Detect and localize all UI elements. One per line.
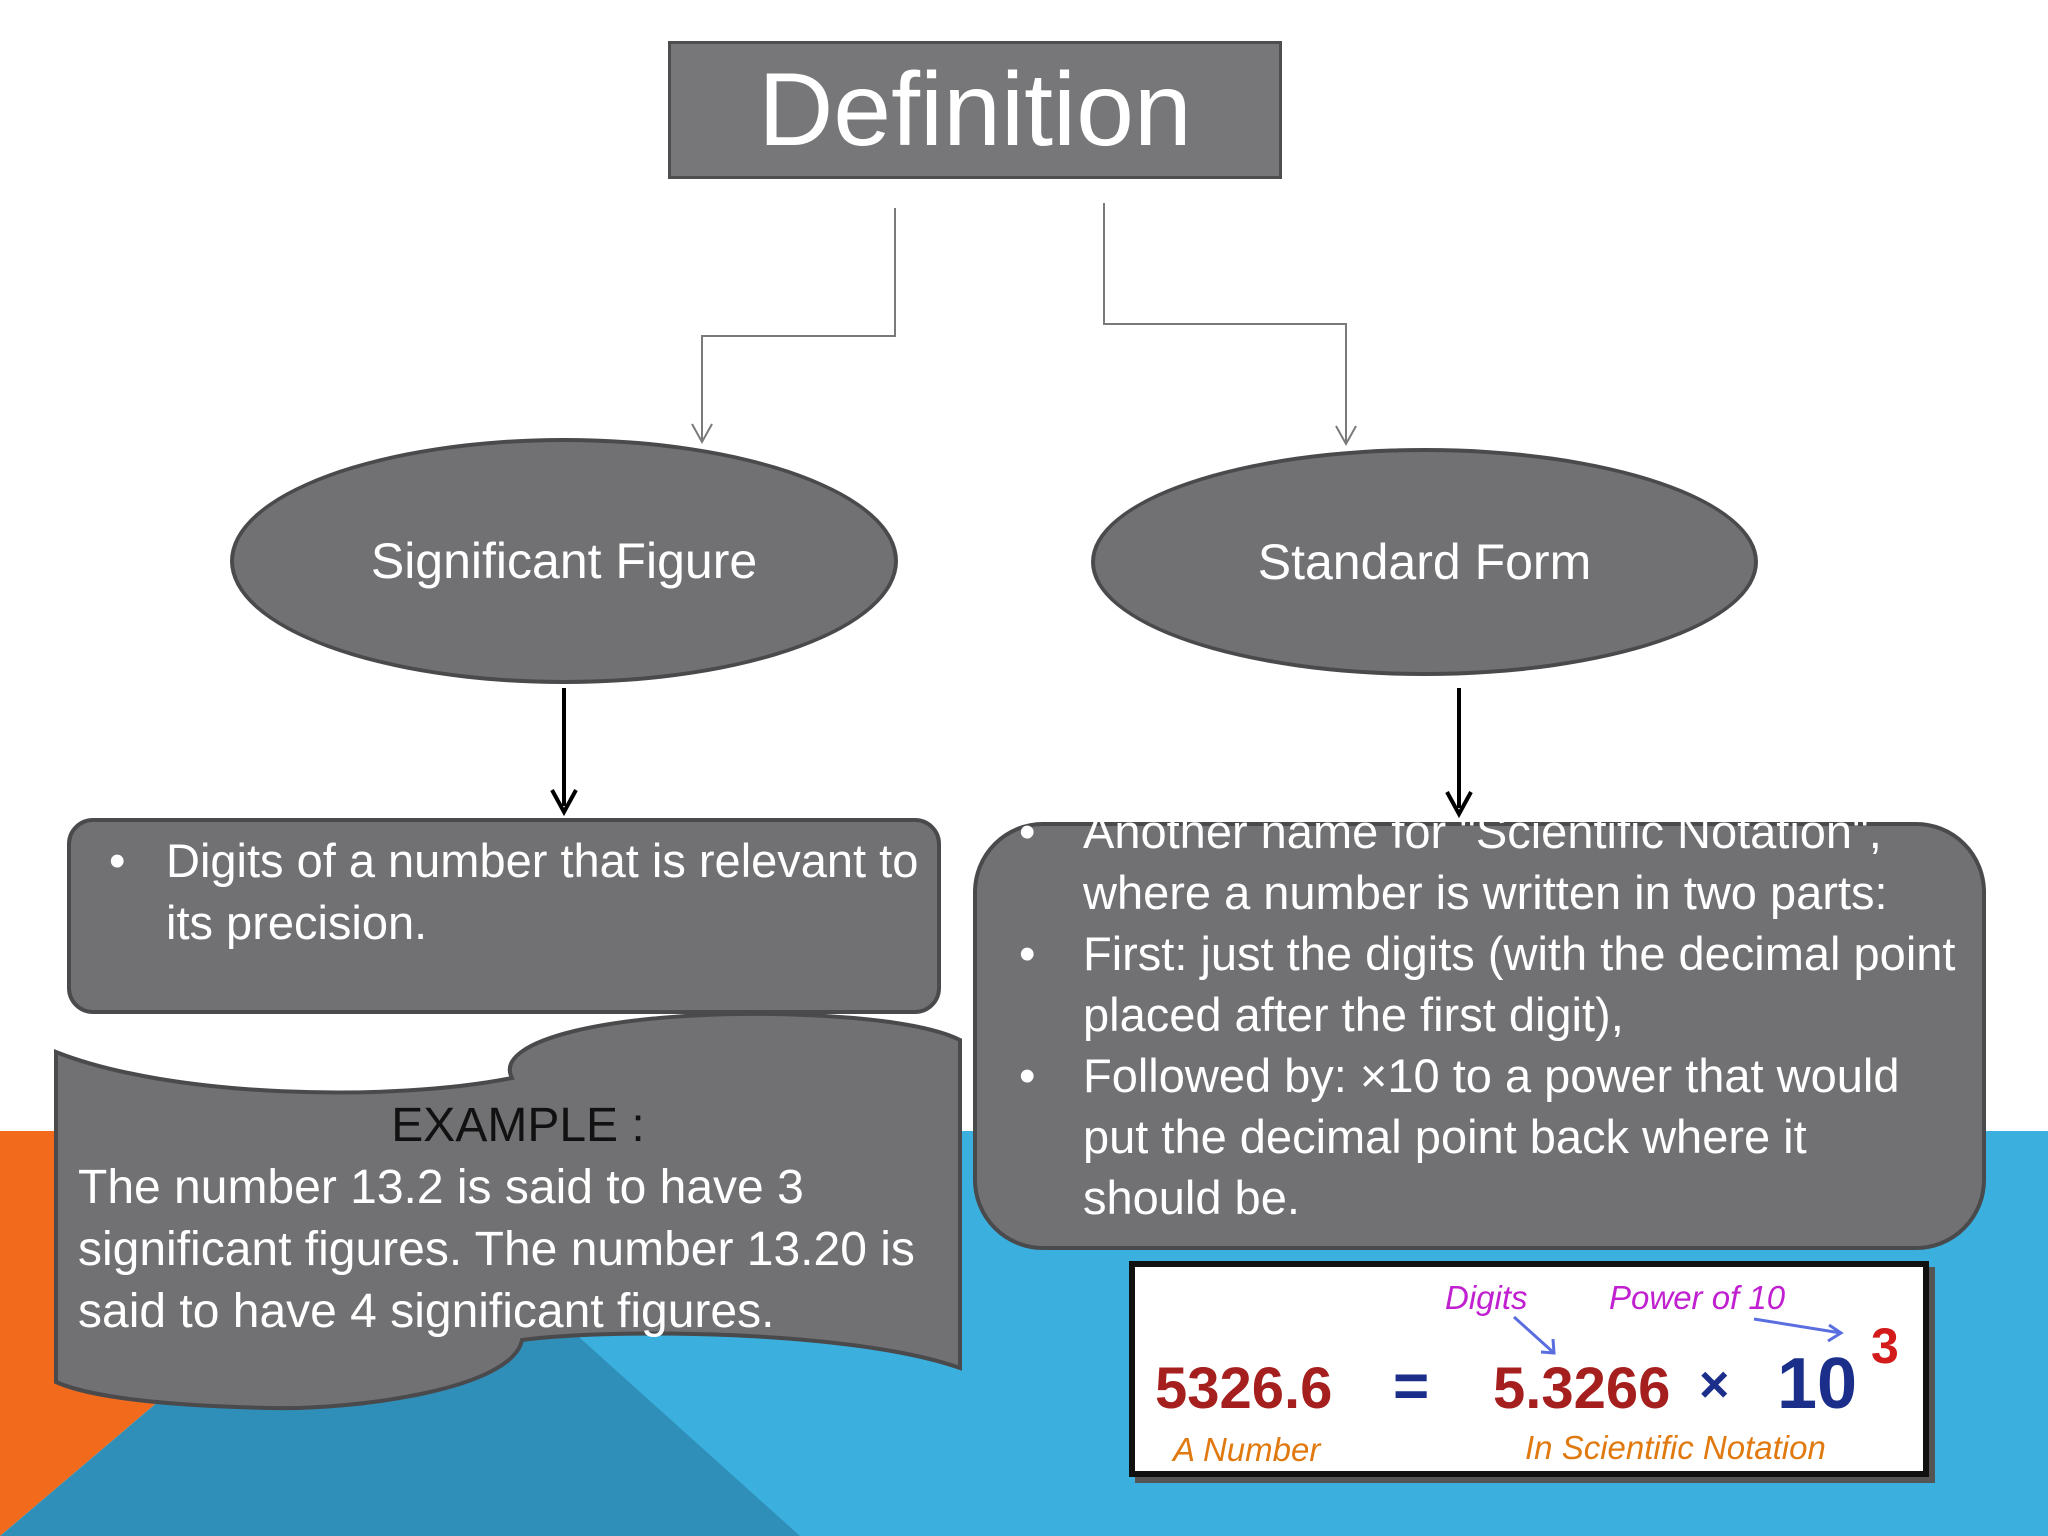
label-digits: Digits [1445,1279,1528,1316]
label-power-of-10: Power of 10 [1609,1279,1786,1316]
pointer-arrows [1512,1315,1844,1355]
standard-form-bullet-1: Another name for "Scientific Notation", … [973,814,1986,923]
example-text: The number 13.2 is said to have 3 signif… [78,1161,915,1338]
arrowhead-sig-down [550,789,578,817]
example-heading: EXAMPLE : [391,1099,645,1152]
standard-form-definition-list: Another name for "Scientific Notation", … [973,814,1986,1228]
scientific-notation-figure: Digits Power of 10 5326.6 = 5.3266 × 10 … [1129,1261,1929,1477]
connector-left [701,208,896,440]
significant-figure-definition-box: Digits of a number that is relevant to i… [67,818,941,1014]
equals-sign: = [1393,1352,1430,1421]
exponent-value: 3 [1871,1318,1899,1374]
digits-value: 5.3266 [1493,1356,1671,1421]
dark-blue-accent-shape [0,1320,800,1536]
original-number: 5326.6 [1155,1356,1333,1421]
arrowhead-right [1335,425,1357,447]
example-content: EXAMPLE : The number 13.2 is said to hav… [78,1095,958,1343]
label-in-scientific-notation: In Scientific Notation [1525,1429,1826,1466]
base-ten: 10 [1777,1344,1858,1424]
standard-form-bullet-3: Followed by: ×10 to a power that would p… [973,1045,1986,1228]
significant-figure-definition-list: Digits of a number that is relevant to i… [71,830,937,954]
page-title: Definition [758,52,1192,168]
definition-bullet: Digits of a number that is relevant to i… [71,830,937,954]
title-box: Definition [668,41,1282,179]
standard-form-bullet-2: First: just the digits (with the decimal… [973,923,1986,1045]
label-a-number: A Number [1173,1431,1321,1468]
standard-form-label: Standard Form [1257,534,1592,590]
standard-form-node: Standard Form [1091,448,1758,676]
significant-figure-node: Significant Figure [230,438,898,684]
arrowhead-left [691,423,713,445]
connector-right [1103,203,1347,442]
example-box [54,1011,962,1411]
significant-figure-label: Significant Figure [370,533,758,589]
times-sign: × [1699,1356,1730,1414]
standard-form-definition-text: Another name for "Scientific Notation", … [973,814,1986,1270]
